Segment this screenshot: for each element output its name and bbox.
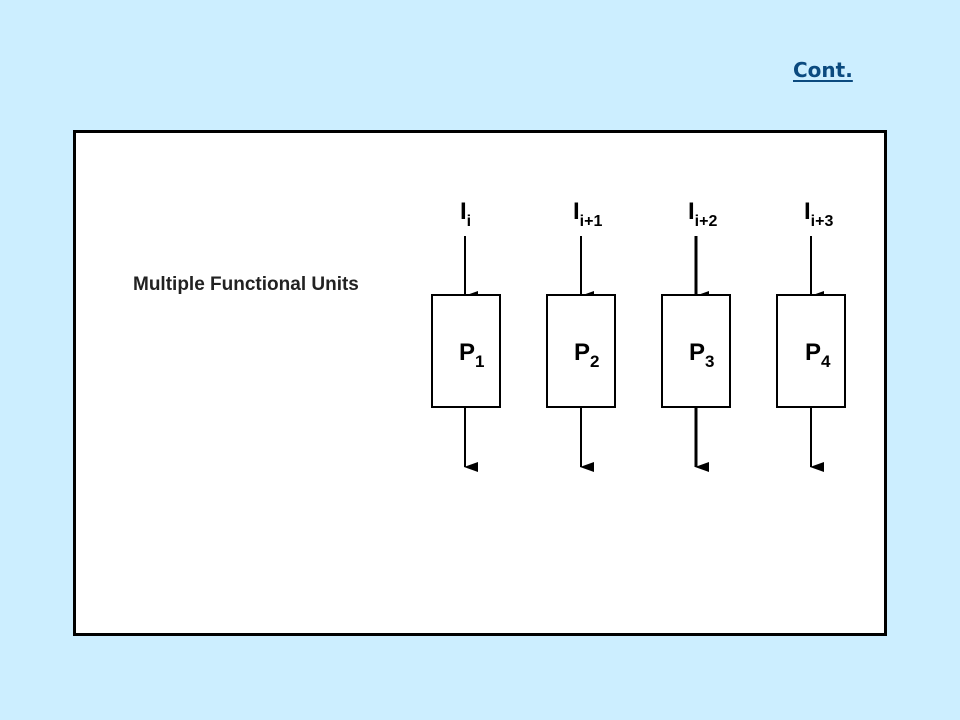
input-label-2: Ii+1 (573, 198, 602, 230)
processor-box-3 (661, 294, 731, 408)
processor-label-3: P3 (689, 339, 714, 371)
processor-box-1 (431, 294, 501, 408)
processor-box-2 (546, 294, 616, 408)
processor-label-1: P1 (459, 339, 484, 371)
input-label-3: Ii+2 (688, 198, 717, 230)
processor-label-4: P4 (805, 339, 831, 371)
cont-link[interactable]: Cont. (793, 58, 853, 82)
processor-label-2: P2 (574, 339, 599, 371)
diagram-frame: Multiple Functional Units Ii P1 Ii+1 P2 (73, 130, 887, 636)
input-label-4: Ii+3 (804, 198, 833, 230)
unit-column-1: Ii P1 (431, 198, 501, 472)
diagram-label: Multiple Functional Units (133, 274, 359, 295)
unit-column-2: Ii+1 P2 (546, 198, 616, 472)
processor-box-4 (776, 294, 846, 408)
unit-column-3: Ii+2 P3 (661, 198, 731, 472)
functional-units-diagram: Multiple Functional Units Ii P1 Ii+1 P2 (133, 198, 846, 472)
unit-column-4: Ii+3 P4 (776, 198, 846, 472)
input-label-1: Ii (460, 198, 471, 230)
